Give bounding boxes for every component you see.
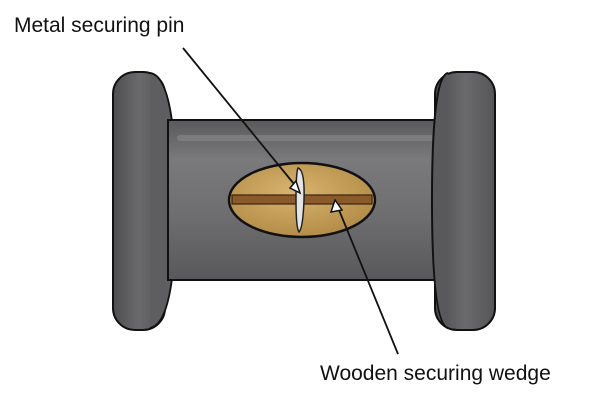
pin-leader bbox=[182, 47, 302, 195]
right-flange bbox=[430, 71, 496, 331]
left-flange bbox=[112, 71, 178, 331]
pin-leader-line bbox=[182, 47, 295, 185]
wedge-leader-line bbox=[338, 209, 399, 355]
wedge-leader bbox=[329, 198, 399, 355]
metal-securing-pin-label: Metal securing pin bbox=[14, 14, 185, 37]
slot-assembly bbox=[227, 161, 377, 239]
wedge-leader-arrowhead bbox=[329, 198, 344, 213]
pin-leader-arrowhead bbox=[288, 179, 302, 195]
right-flange-inner-edge bbox=[430, 72, 449, 329]
metal-pin bbox=[295, 167, 305, 234]
wooden-securing-wedge-label: Wooden securing wedge bbox=[320, 362, 551, 385]
